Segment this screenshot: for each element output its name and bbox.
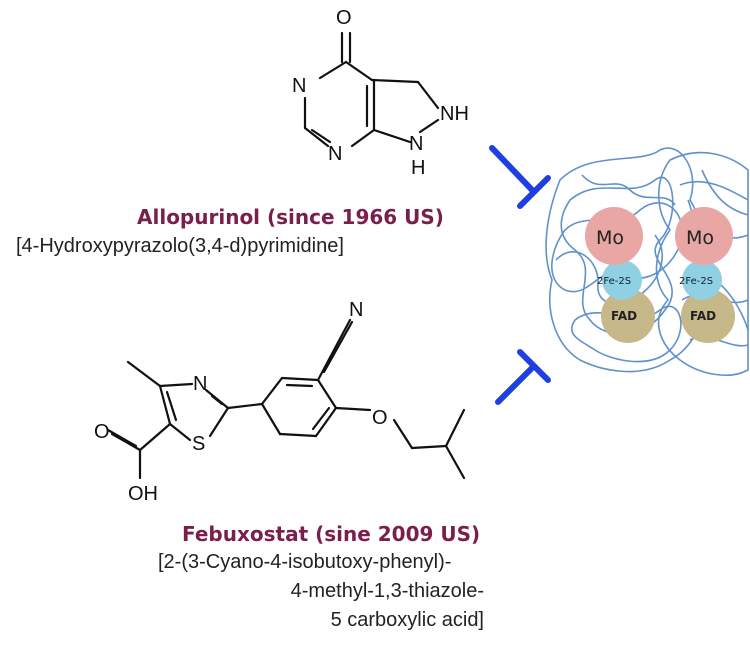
atom-n-cyano: N (349, 299, 363, 321)
fes-right-circle (682, 260, 722, 300)
febuxostat-iupac-line2: 4-methyl-1,3-thiazole- (290, 580, 484, 602)
allopurinol-name: Allopurinol (137, 205, 261, 229)
mo-left-label: Mo (596, 227, 624, 249)
febuxostat-iupac-line1: [2-(3-Cyano-4-isobutoxy-phenyl)- (158, 551, 452, 573)
inhibition-arrows (489, 145, 551, 405)
allopurinol-since: (since 1966 US) (267, 205, 444, 229)
atom-n-thiazole: N (193, 373, 207, 395)
allopurinol-structure (303, 31, 440, 148)
allopurinol-iupac: [4-Hydroxypyrazolo(3,4-d)pyrimidine] (16, 235, 344, 257)
febuxostat-structure (106, 318, 466, 480)
fes-left-circle (602, 260, 642, 300)
allopurinol-title: Allopurinol (since 1966 US) (137, 205, 444, 229)
mo-right-label: Mo (686, 227, 714, 249)
atom-o-ether: O (372, 407, 388, 429)
atom-oh-acid: OH (128, 483, 158, 505)
fad-left-label: FAD (611, 309, 637, 323)
fad-right-circle (681, 289, 735, 343)
fad-left-circle (601, 289, 655, 343)
fes-left-label: 2Fe-2S (597, 276, 631, 287)
fes-right-label: 2Fe-2S (679, 276, 713, 287)
fad-right-label: FAD (690, 309, 716, 323)
atom-n1-allopurinol: N (292, 75, 306, 97)
atom-s-thiazole: S (192, 433, 205, 455)
atom-o-allopurinol: O (336, 7, 352, 29)
atom-n2-allopurinol: N (328, 143, 342, 165)
atom-nh-allopurinol: NH (440, 103, 469, 125)
febuxostat-title: Febuxostat (sine 2009 US) (182, 522, 481, 546)
febuxostat-iupac-line3: 5 carboxylic acid] (330, 609, 484, 631)
mo-right-circle (675, 207, 733, 265)
mo-left-circle (585, 207, 643, 265)
atom-h-allopurinol: H (411, 157, 425, 179)
atom-n-allopurinol: N (409, 133, 423, 155)
atom-o-acid: O (94, 421, 110, 443)
